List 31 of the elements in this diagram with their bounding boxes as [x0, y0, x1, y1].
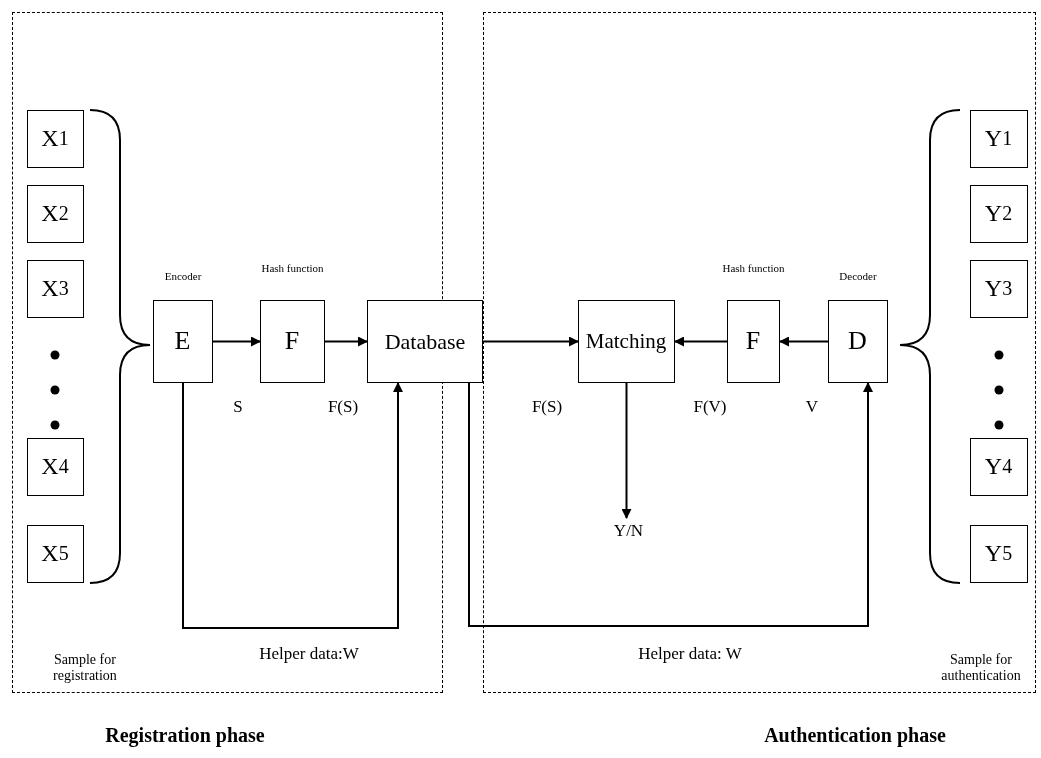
- phase-title: Authentication phase: [763, 724, 947, 747]
- component-caption: Encoder: [163, 270, 203, 283]
- process-box: Database: [367, 300, 483, 383]
- side-note: Sample for authentication: [940, 652, 1022, 685]
- component-caption: Decoder: [838, 270, 878, 283]
- arrow: [779, 336, 829, 347]
- side-note: Sample for registration: [52, 652, 118, 685]
- edge-label: V: [804, 397, 820, 417]
- component-caption: Hash function: [722, 262, 785, 275]
- edge-label: F(S): [530, 397, 564, 417]
- arrow: [482, 336, 579, 347]
- edge-label: F(V): [692, 397, 728, 417]
- arrow: [621, 382, 632, 519]
- edge-label: F(S): [326, 397, 360, 417]
- arrow: [468, 382, 873, 627]
- component-caption: Hash function: [260, 262, 325, 275]
- arrow: [674, 336, 728, 347]
- process-box: F: [259, 299, 325, 383]
- process-box: Matching: [577, 299, 675, 383]
- edge-label: Helper data: W: [637, 644, 743, 664]
- arrow: [324, 336, 368, 347]
- process-box: D: [827, 299, 888, 383]
- dashed-panel: [483, 12, 1036, 693]
- process-box: F: [726, 299, 780, 383]
- output-label: Y/N: [604, 517, 653, 544]
- process-box: E: [152, 299, 213, 383]
- edge-label: Helper data:W: [258, 644, 360, 664]
- phase-title: Registration phase: [104, 724, 266, 747]
- edge-label: S: [232, 397, 244, 417]
- arrow: [182, 382, 403, 629]
- arrow: [212, 336, 261, 347]
